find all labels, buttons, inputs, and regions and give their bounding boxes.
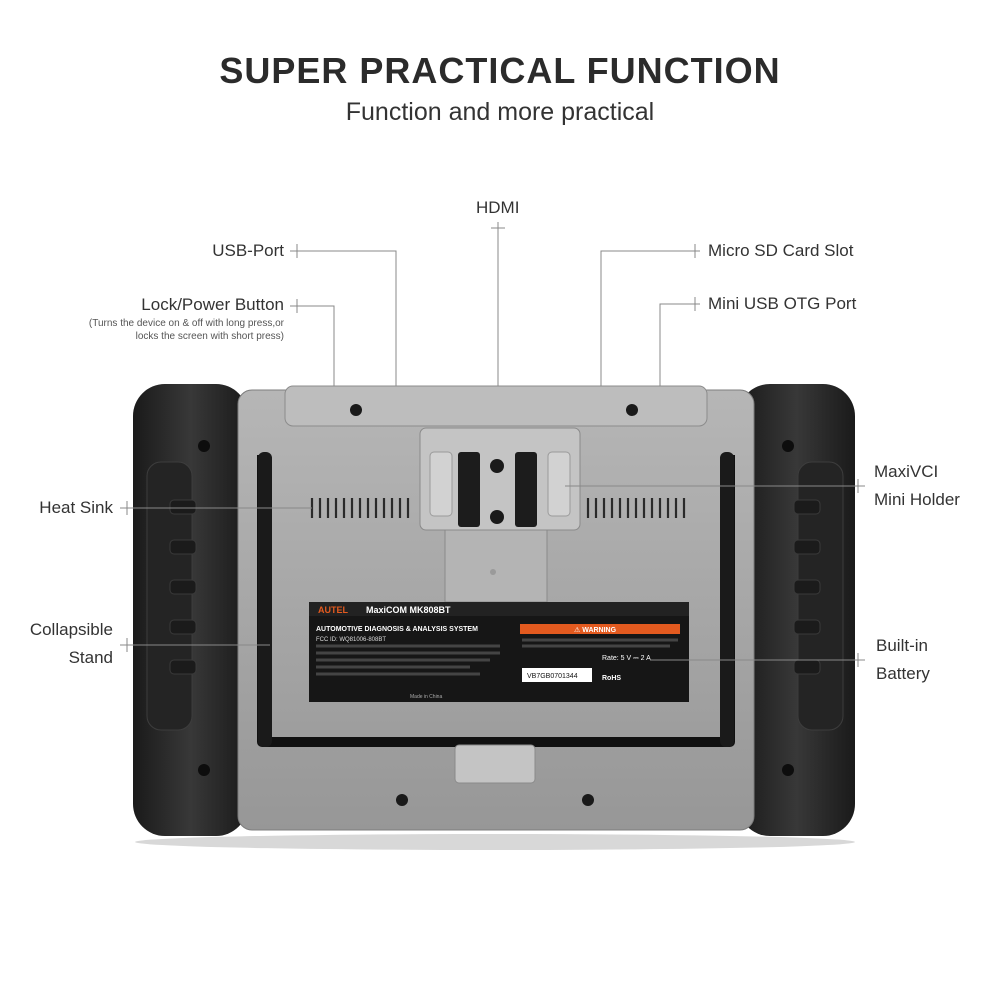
maxivci-holder	[419, 427, 581, 603]
label-system: AUTOMOTIVE DIAGNOSIS & ANALYSIS SYSTEM	[316, 626, 478, 633]
label-brand: AUTEL	[318, 605, 348, 615]
bottom-tab	[454, 744, 536, 784]
screw-icon	[350, 404, 362, 416]
battery-line-1: Built-in	[876, 636, 928, 655]
label-model: MaxiCOM MK808BT	[366, 605, 451, 615]
label-rate: Rate: 5 V ⎓ 2 A	[602, 655, 651, 662]
callout-hdmi: HDMI	[476, 198, 520, 217]
callout-usb-port: USB-Port	[212, 241, 284, 260]
callout-micro-sd-card-slot: Micro SD Card Slot	[708, 241, 854, 260]
screw-icon	[490, 459, 504, 473]
callout-lines	[120, 222, 865, 667]
stand-line-1: Collapsible	[29, 620, 113, 639]
battery-line-2: Battery	[876, 664, 930, 683]
callout-lock-power-note: (Turns the device on & off with long pre…	[89, 317, 284, 343]
page-title: SUPER PRACTICAL FUNCTION	[219, 50, 781, 91]
maxivci-line-1: MaxiVCI	[874, 462, 939, 481]
right-rubber-bumper	[738, 384, 855, 836]
collapsible-stand	[257, 452, 735, 747]
screw-icon	[582, 794, 594, 806]
label-warning: ⚠ WARNING	[574, 626, 617, 634]
left-rubber-bumper	[133, 384, 248, 836]
device-shadow	[135, 834, 855, 850]
callout-lock-power-button: Lock/Power Button	[141, 295, 284, 314]
label-made-in: Made in China	[410, 694, 442, 700]
lock-power-note-line-2: locks the screen with short press)	[135, 331, 284, 342]
stand-line-2: Stand	[68, 648, 113, 667]
screw-icon	[626, 404, 638, 416]
label-serial: VB7GB0701344	[527, 673, 578, 680]
page-subtitle: Function and more practical	[345, 98, 655, 126]
product-label-sticker: AUTEL MaxiCOM MK808BT AUTOMOTIVE DIAGNOS…	[309, 602, 689, 702]
maxivci-line-2: Mini Holder	[874, 490, 960, 509]
screw-icon	[396, 794, 408, 806]
label-rohs: RoHS	[602, 675, 621, 682]
lock-power-note-line-1: (Turns the device on & off with long pre…	[88, 318, 284, 329]
callout-heat-sink: Heat Sink	[39, 498, 113, 517]
callout-maxivci-mini-holder: MaxiVCI Mini Holder	[874, 458, 960, 514]
warning-banner	[520, 624, 680, 634]
heat-sink-vents	[310, 498, 686, 518]
callout-mini-usb-otg-port: Mini USB OTG Port	[708, 294, 857, 313]
screw-icon	[490, 510, 504, 524]
callout-built-in-battery: Built-in Battery	[876, 632, 930, 688]
label-fcc: FCC ID: WQ81006-808BT	[316, 637, 386, 643]
callout-collapsible-stand: Collapsible Stand	[30, 616, 113, 672]
